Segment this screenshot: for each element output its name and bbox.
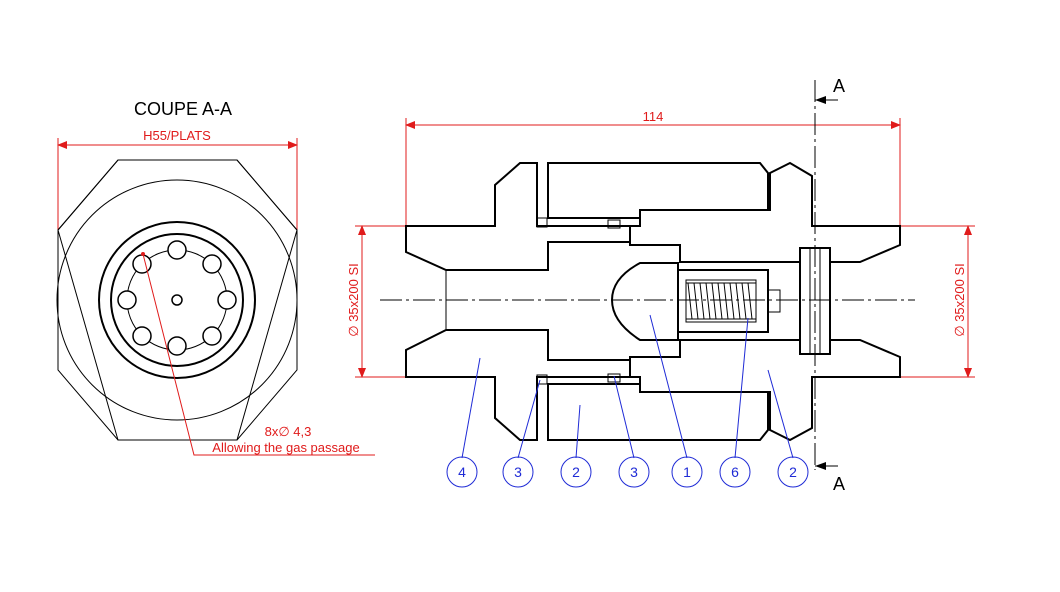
section-title: COUPE A-A	[134, 99, 232, 119]
balloon-leader	[734, 317, 749, 459]
balloon: 4	[446, 456, 478, 488]
holes-note: Allowing the gas passage	[212, 440, 359, 455]
part-balloons: 4 3 2 3 1 6 2	[446, 314, 809, 488]
outlet-body-upper	[629, 161, 901, 263]
section-view: COUPE A-A H55/PLATS 8x∅ 4,3 Allowing t	[56, 99, 375, 456]
balloon-leader	[517, 379, 541, 459]
balloon: 3	[502, 456, 534, 488]
balloon: 2	[560, 456, 592, 488]
balloon-label: 1	[683, 464, 691, 480]
section-marker-bottom: A	[833, 474, 845, 494]
overall-length-label: 114	[643, 109, 664, 124]
thread-left-label: ∅ 35x200 SI	[346, 263, 361, 336]
width-across-flats-label: H55/PLATS	[143, 128, 211, 143]
seal-upper	[536, 217, 548, 228]
poppet-valve	[610, 262, 679, 341]
balloon-leader	[649, 314, 688, 459]
balloon-leader	[613, 375, 635, 459]
thread-right-label: ∅ 35x200 SI	[952, 263, 967, 336]
balloon: 2	[777, 456, 809, 488]
body-upper	[405, 162, 631, 271]
balloon-label: 6	[731, 464, 739, 480]
spring-coils	[685, 282, 757, 320]
center-hole	[171, 294, 183, 306]
balloon-label: 3	[514, 464, 522, 480]
gas-holes	[117, 240, 237, 356]
spring-housing	[677, 269, 769, 333]
balloon: 1	[671, 456, 703, 488]
balloon-leader	[461, 357, 481, 459]
balloon-label: 3	[630, 464, 638, 480]
balloon-label: 4	[458, 464, 466, 480]
section-marker-top: A	[833, 76, 845, 96]
balloon-label: 2	[572, 464, 580, 480]
outer-bore-circle	[98, 221, 256, 379]
balloon: 6	[719, 456, 751, 488]
balloon-leader	[575, 404, 581, 459]
balloon: 3	[618, 456, 650, 488]
balloon-label: 2	[789, 464, 797, 480]
seal-lower	[536, 374, 548, 385]
holes-leader	[142, 253, 375, 456]
main-section-view: 114 ∅ 35x200 SI ∅ 35x200 SI	[346, 76, 975, 494]
insert-disc	[110, 233, 244, 367]
outlet-body-lower	[629, 339, 901, 442]
balloon-leader	[767, 369, 794, 459]
holes-callout: 8x∅ 4,3	[265, 424, 312, 439]
hex-chamfer-circle	[56, 179, 298, 421]
